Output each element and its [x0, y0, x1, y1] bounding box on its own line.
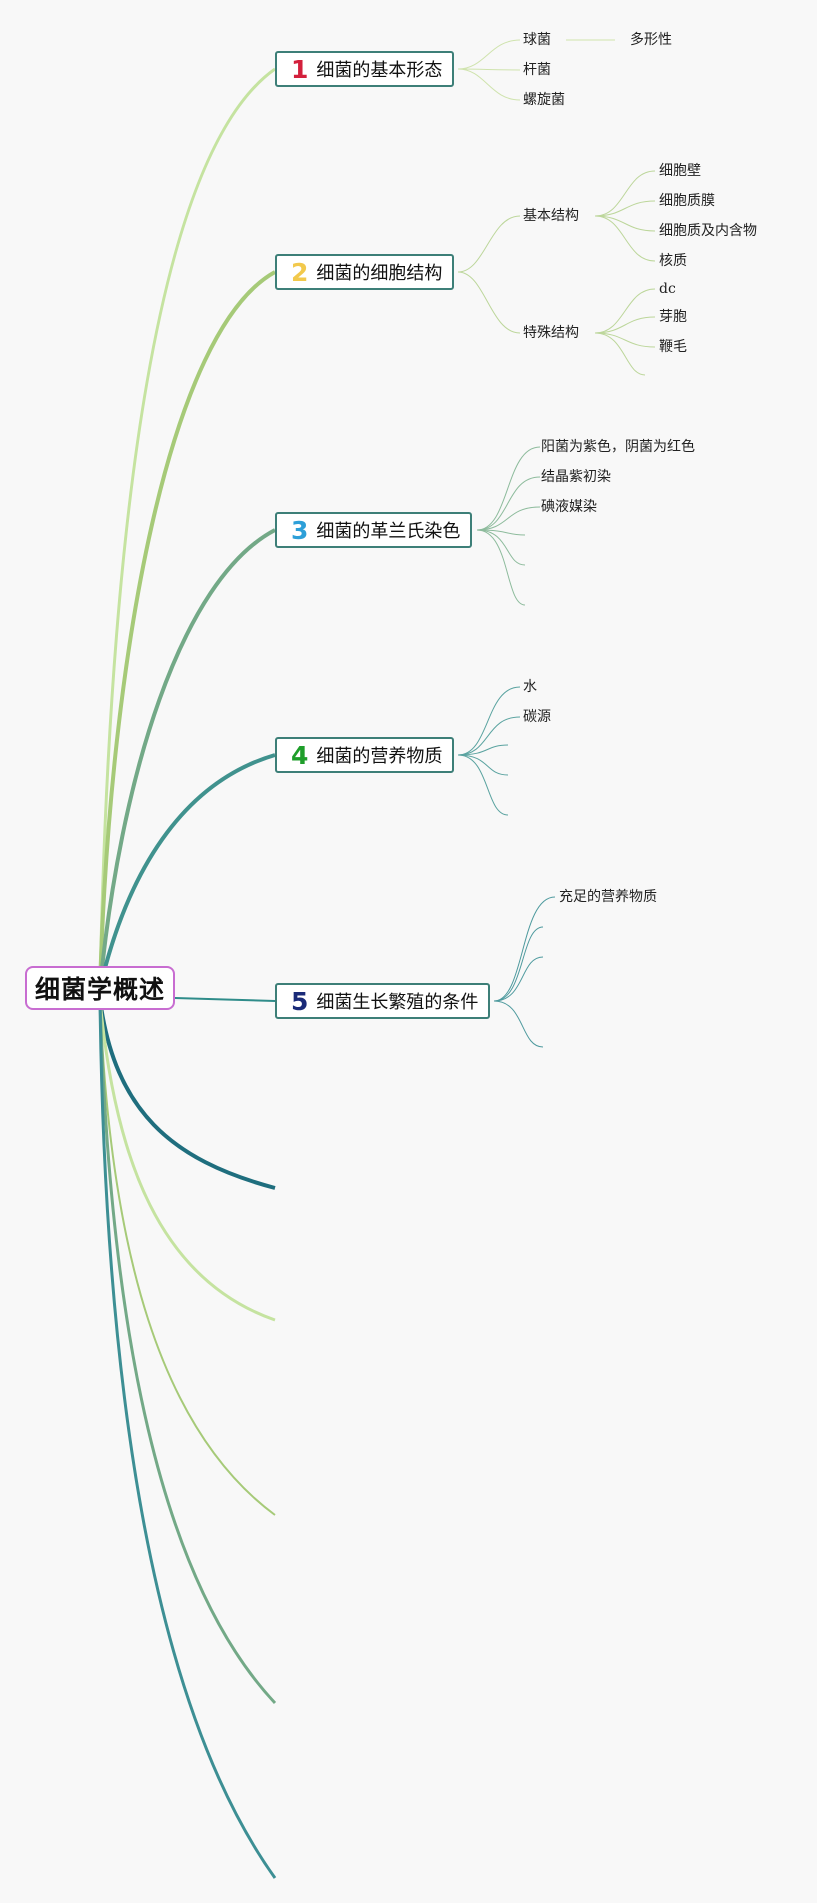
node-xibaobi[interactable]: 细胞壁 — [659, 163, 701, 179]
topic-label-3: 细菌的革兰氏染色 — [316, 521, 461, 542]
topic-gram-staining[interactable]: 3 细菌的革兰氏染色 — [275, 512, 473, 548]
node-chongzu[interactable]: 充足的营养物质 — [559, 889, 657, 905]
node-yabao[interactable]: 芽胞 — [659, 309, 687, 325]
node-shui[interactable]: 水 — [523, 679, 537, 695]
root-topic[interactable]: 细菌学概述 — [25, 966, 175, 1010]
node-jibenjiegou[interactable]: 基本结构 — [523, 208, 579, 224]
topic-label-4: 细菌的营养物质 — [316, 746, 443, 767]
node-xibaozhi[interactable]: 细胞质及内含物 — [659, 223, 757, 239]
node-ganjun[interactable]: 杆菌 — [523, 62, 551, 78]
node-teshujiegou[interactable]: 特殊结构 — [523, 325, 579, 341]
node-hezhi[interactable]: 核质 — [659, 253, 687, 269]
topic-cell-structure[interactable]: 2 细菌的细胞结构 — [275, 254, 455, 290]
node-tanyuan[interactable]: 碳源 — [523, 709, 551, 725]
branch-line-3 — [98, 528, 276, 989]
node-bianmao[interactable]: 鞭毛 — [659, 339, 687, 355]
empty-branch-6 — [98, 999, 276, 1190]
branch-line-5 — [174, 997, 276, 1002]
node-duoxingxing[interactable]: 多形性 — [630, 32, 672, 48]
topic-label-1: 细菌的基本形态 — [316, 60, 443, 81]
topic-number-5: 5 — [291, 986, 309, 1016]
topic-basic-morphology[interactable]: 1 细菌的基本形态 — [275, 51, 455, 87]
topic-number-2: 2 — [291, 257, 309, 287]
root-topic-label: 细菌学概述 — [34, 975, 165, 1004]
topic-label-5: 细菌生长繁殖的条件 — [316, 992, 479, 1013]
branch-line-2 — [98, 270, 276, 989]
topic-number-3: 3 — [291, 515, 309, 545]
empty-branch-9 — [98, 999, 277, 1705]
node-dianye[interactable]: 碘液媒染 — [541, 499, 597, 515]
topic-nutrients[interactable]: 4 细菌的营养物质 — [275, 737, 455, 773]
topic-label-2: 细菌的细胞结构 — [316, 263, 443, 284]
node-yangjun[interactable]: 阳菌为紫色，阴菌为红色 — [541, 439, 695, 455]
node-qiujun[interactable]: 球菌 — [523, 32, 551, 48]
topic-number-1: 1 — [291, 54, 309, 84]
empty-branch-8 — [99, 999, 276, 1516]
empty-branch-10 — [98, 999, 277, 1879]
node-jiejing[interactable]: 结晶紫初染 — [541, 469, 611, 485]
node-xibaozhimo[interactable]: 细胞质膜 — [659, 193, 715, 209]
node-dc[interactable]: dc — [659, 281, 676, 297]
topic-number-4: 4 — [291, 740, 309, 770]
topic-growth-conditions[interactable]: 5 细菌生长繁殖的条件 — [275, 983, 491, 1019]
branch-line-1 — [98, 67, 276, 989]
branch-line-4 — [98, 753, 276, 989]
node-luoxuanjun[interactable]: 螺旋菌 — [523, 92, 565, 108]
empty-branch-7 — [98, 999, 276, 1322]
